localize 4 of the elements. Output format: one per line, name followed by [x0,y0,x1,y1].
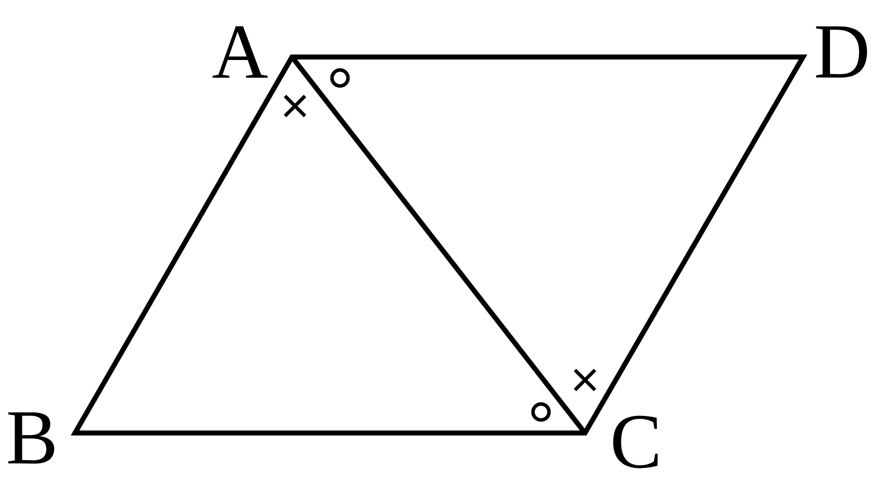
vertex-label: B [8,412,54,464]
vertex-label: D [816,26,868,78]
vertex-label: A [212,26,268,78]
vertex-label: C [613,416,658,468]
